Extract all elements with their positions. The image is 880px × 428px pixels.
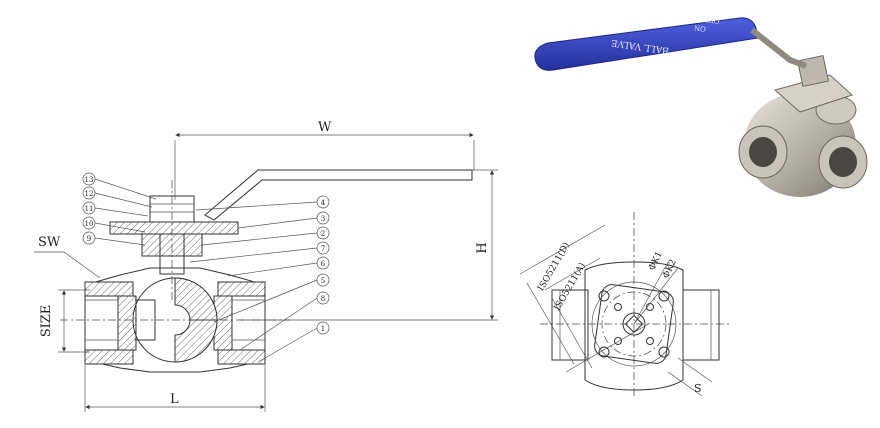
callout-13: 13 bbox=[82, 172, 157, 200]
callout-1: 1 bbox=[257, 321, 330, 363]
dim-size-label: SIZE bbox=[39, 305, 54, 338]
callout-12: 12 bbox=[82, 186, 153, 208]
callout-6: 6 bbox=[227, 256, 330, 277]
dim-sw-label: SW bbox=[38, 235, 61, 250]
callout-8: 8 bbox=[239, 291, 330, 351]
k1-label: ΦK1 bbox=[647, 250, 664, 272]
callout-5: 5 bbox=[213, 273, 330, 323]
callout-11: 11 bbox=[82, 201, 149, 217]
callout-number: 13 bbox=[85, 176, 94, 184]
callout-number: 12 bbox=[85, 190, 94, 198]
callout-number: 5 bbox=[321, 277, 325, 285]
handle-on-text: ON bbox=[694, 23, 707, 33]
callout-10: 10 bbox=[82, 216, 146, 233]
callout-number: 4 bbox=[321, 199, 326, 207]
dim-l-label: L bbox=[170, 392, 179, 407]
callout-number: 1 bbox=[321, 325, 325, 333]
section-view: W H bbox=[34, 120, 498, 412]
flange-view: ISO5211(D) ISO5211(A) ΦK1 ΦK2 S bbox=[519, 212, 732, 397]
handle-grip bbox=[534, 17, 759, 71]
callout-4: 4 bbox=[195, 195, 330, 211]
callout-9: 9 bbox=[82, 231, 146, 246]
callout-number: 8 bbox=[321, 295, 325, 303]
dim-w-label: W bbox=[318, 120, 332, 135]
k2-label: ΦK2 bbox=[661, 258, 678, 280]
valve-photo: BALL VALVE ON OFF bbox=[534, 15, 868, 197]
handle-off-text: OFF bbox=[704, 15, 721, 25]
callout-7: 7 bbox=[189, 241, 330, 263]
dim-h-label: H bbox=[475, 242, 490, 253]
callout-number: 10 bbox=[85, 220, 94, 228]
dim-s-label: S bbox=[694, 382, 702, 395]
callout-number: 2 bbox=[321, 230, 325, 238]
callouts: 13 12 11 10 9 4 3 2 7 6 5 8 1 bbox=[82, 172, 330, 363]
callout-number: 7 bbox=[321, 245, 325, 253]
callout-number: 3 bbox=[321, 215, 325, 223]
callout-3: 3 bbox=[237, 211, 330, 229]
callout-number: 9 bbox=[87, 235, 91, 243]
callout-2: 2 bbox=[201, 226, 330, 246]
callout-number: 6 bbox=[321, 260, 326, 268]
callout-number: 11 bbox=[85, 205, 94, 213]
